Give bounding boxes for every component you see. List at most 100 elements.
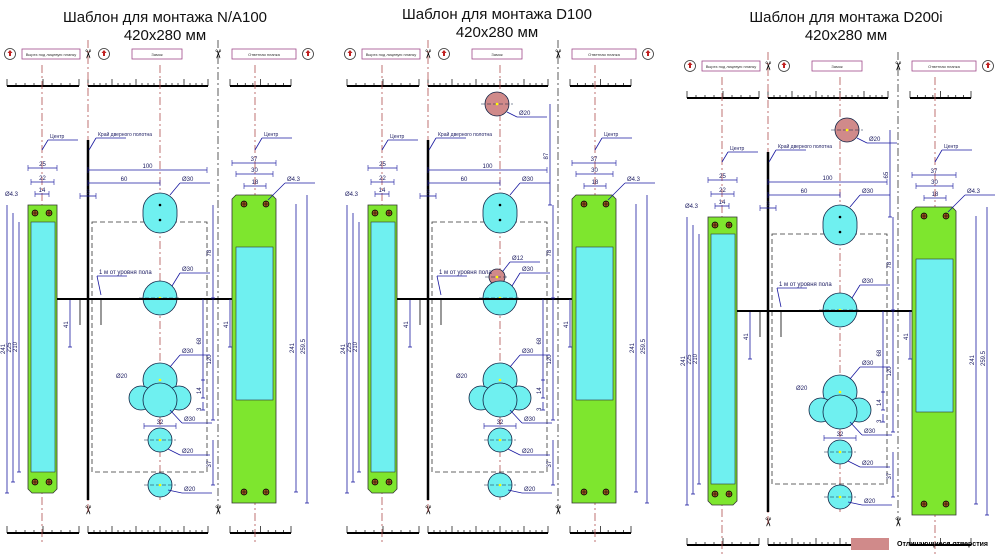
dimension-value: 60 (121, 177, 128, 183)
dimension-value: 78 (207, 249, 213, 256)
dimension-value: 14 (197, 387, 203, 394)
leader-label: Ø20 (182, 449, 194, 455)
dimension-value: 30 (251, 168, 258, 174)
dimension-value: Ø20 (456, 374, 468, 380)
leader-line (849, 421, 863, 436)
dimension-value: 37 (207, 460, 213, 467)
dimension-value: 120 (207, 354, 213, 365)
label-box-text: Ответная планка (588, 52, 620, 57)
dimension-value: 120 (887, 366, 893, 377)
leader-line (502, 261, 511, 272)
dimension-value: 87 (544, 152, 550, 159)
leader-line (849, 194, 861, 208)
dimension-value: 3 (877, 419, 883, 423)
dimension-value: 78 (887, 261, 893, 268)
dimension-value: 225 (347, 342, 353, 353)
cylinder-hole-part (142, 382, 178, 418)
hole-center (158, 483, 162, 487)
leader-label: Центр (50, 134, 65, 140)
dimension-value: 65 (884, 171, 890, 178)
right-strip-cutout (915, 258, 954, 413)
dimension-value: 30 (591, 168, 598, 174)
arrow-up-icon-glyph (441, 50, 447, 56)
dimension-value: 14 (537, 387, 543, 394)
dimension-value: 100 (482, 164, 493, 170)
dimension-value: 30 (931, 180, 938, 186)
hole-center (838, 215, 842, 219)
leader-label: Ø30 (522, 267, 534, 273)
dimension-value: 41 (404, 321, 410, 328)
label-box (811, 60, 863, 72)
dimension-value: 241 (341, 343, 347, 354)
floor-level-leader: 1 м от уровня пола (779, 282, 832, 288)
label-box-text: Замок (831, 64, 843, 69)
leader-line (511, 272, 521, 287)
leader-label: Центр (390, 134, 405, 140)
hole-center (845, 128, 849, 132)
dimension-value: 14 (719, 200, 726, 206)
dimension-value: 100 (142, 164, 153, 170)
legend-text: Отличающиеся отверстия (897, 540, 989, 548)
label-box (471, 48, 523, 60)
oval-hole (822, 204, 858, 246)
leader-line (594, 137, 603, 151)
leader-label: Центр (730, 146, 745, 152)
left-strip-cutout (370, 221, 396, 473)
leader-label: Ø30 (182, 267, 194, 273)
title-size: 420x280 мм (455, 24, 539, 41)
leader-label: Ø20 (524, 487, 536, 493)
title-text: Шаблон для монтажа D200i (749, 9, 943, 26)
arrow-up-icon-glyph (347, 50, 353, 56)
leader-line (267, 182, 286, 201)
dimension-value: 37 (547, 460, 553, 467)
leader-line (436, 275, 442, 296)
arrow-up-icon-glyph (985, 62, 991, 68)
dimension-value: 100 (822, 176, 833, 182)
floor-level-leader: 1 м от уровня пола (439, 270, 492, 276)
hole-center (158, 438, 162, 442)
leader-line (851, 284, 861, 299)
right-strip-cutout (575, 246, 614, 401)
right-strip-cutout (235, 246, 274, 401)
dimension-value: 210 (13, 341, 19, 352)
hole-center (498, 483, 502, 487)
dimension-value: 3 (766, 202, 770, 208)
dimension-value: 3 (426, 190, 430, 196)
dimension-value: 68 (197, 337, 203, 344)
floor-level-leader: 1 м от уровня пола (99, 270, 152, 276)
scissors-icon: ✂ (761, 61, 775, 71)
cylinder-hole-part (822, 394, 858, 430)
title-text: Шаблон для монтажа D100 (402, 6, 592, 23)
dimension-value: 78 (547, 249, 553, 256)
leader-line (507, 448, 521, 456)
dimension-value: 22 (379, 176, 386, 182)
leader-label: Край дверного полотна (778, 143, 832, 150)
hole-center (158, 218, 162, 222)
dimension-value: 41 (904, 333, 910, 340)
leader-line (507, 489, 523, 494)
leader-line (428, 137, 437, 151)
leader-line (169, 354, 181, 368)
leader-label: Край дверного полотна (98, 131, 152, 138)
dimension-value: 120 (547, 354, 553, 365)
dimension-value: 241 (1, 343, 7, 354)
label-box (231, 48, 297, 60)
leader-label: Ø30 (524, 417, 536, 423)
scissors-icon: ✂ (81, 49, 95, 59)
left-strip-cutout (710, 233, 736, 485)
dimension-value: 259.5 (641, 338, 647, 354)
dimension-value: 241 (970, 354, 976, 365)
dimension-value: 18 (592, 180, 599, 186)
leader-line (509, 409, 523, 424)
hole-center (495, 275, 499, 279)
scissors-icon: ✂ (551, 49, 565, 59)
leader-line (169, 182, 181, 196)
hole-center (838, 450, 842, 454)
leader-line (856, 137, 868, 144)
legend: Отличающиеся отверстия (851, 538, 988, 550)
dimension-value: 3 (537, 407, 543, 411)
dimension-value: 14 (39, 188, 46, 194)
